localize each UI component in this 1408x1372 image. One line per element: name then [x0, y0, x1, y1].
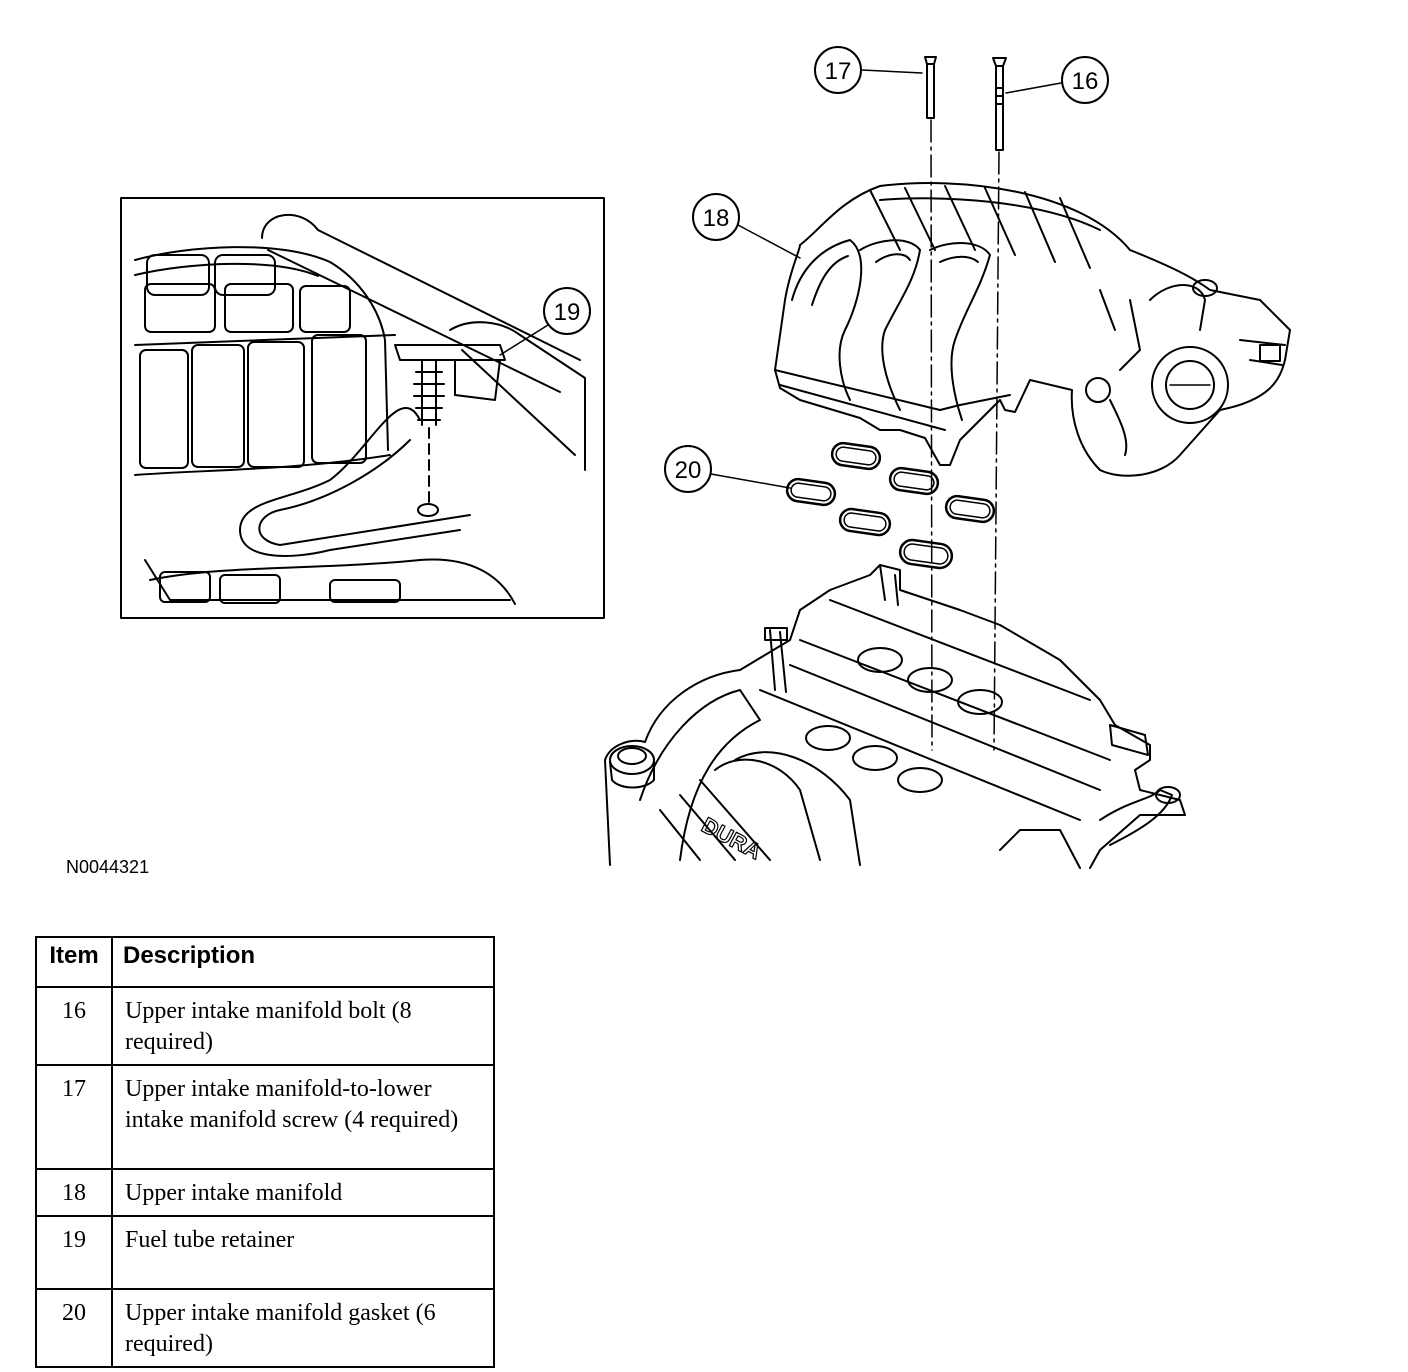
bolt-16-centerline — [993, 151, 1000, 751]
svg-text:20: 20 — [675, 457, 702, 484]
bolt-16 — [992, 57, 1007, 151]
manifold-gaskets — [785, 441, 996, 570]
legend-item-description: Fuel tube retainer — [111, 1215, 495, 1290]
table-row: 20 Upper intake manifold gasket (6 requi… — [35, 1288, 495, 1368]
legend-header-row: Item Description — [35, 936, 495, 988]
retainer-spring — [413, 359, 445, 426]
legend-item-number: 18 — [35, 1168, 113, 1217]
legend-item-description: Upper intake manifold — [111, 1168, 495, 1217]
table-row: 19 Fuel tube retainer — [35, 1215, 495, 1290]
callout-17: 17 — [814, 46, 923, 94]
engine-lower-intake: DURA — [604, 564, 1186, 869]
legend-item-number: 16 — [35, 986, 113, 1066]
svg-text:19: 19 — [554, 299, 581, 326]
table-row: 17 Upper intake manifold-to-lower intake… — [35, 1064, 495, 1170]
bolt-17 — [924, 56, 937, 119]
legend-item-description: Upper intake manifold-to-lower intake ma… — [111, 1064, 495, 1170]
exploded-view-drawing: DURA 17 16 18 19 20 — [120, 46, 1291, 869]
legend-header-item: Item — [35, 936, 113, 988]
legend-table: Item Description 16 Upper intake manifol… — [35, 936, 495, 1368]
legend-item-description: Upper intake manifold bolt (8 required) — [111, 986, 495, 1066]
figure-id: N0044321 — [66, 857, 150, 877]
legend-item-number: 20 — [35, 1288, 113, 1368]
table-row: 16 Upper intake manifold bolt (8 require… — [35, 986, 495, 1066]
legend-header-description: Description — [111, 936, 495, 988]
svg-text:17: 17 — [825, 58, 852, 85]
callout-19: 19 — [499, 287, 591, 356]
inset-detail-view — [120, 197, 605, 619]
legend-item-number: 17 — [35, 1064, 113, 1170]
svg-text:16: 16 — [1072, 68, 1099, 95]
legend-item-number: 19 — [35, 1215, 113, 1290]
table-row: 18 Upper intake manifold — [35, 1168, 495, 1217]
callout-16: 16 — [1005, 56, 1109, 104]
svg-text:18: 18 — [703, 205, 730, 232]
callout-20: 20 — [664, 445, 791, 493]
upper-intake-manifold — [774, 182, 1291, 477]
bolt-17-centerline — [930, 119, 933, 751]
legend-item-description: Upper intake manifold gasket (6 required… — [111, 1288, 495, 1368]
callout-18: 18 — [692, 193, 801, 259]
